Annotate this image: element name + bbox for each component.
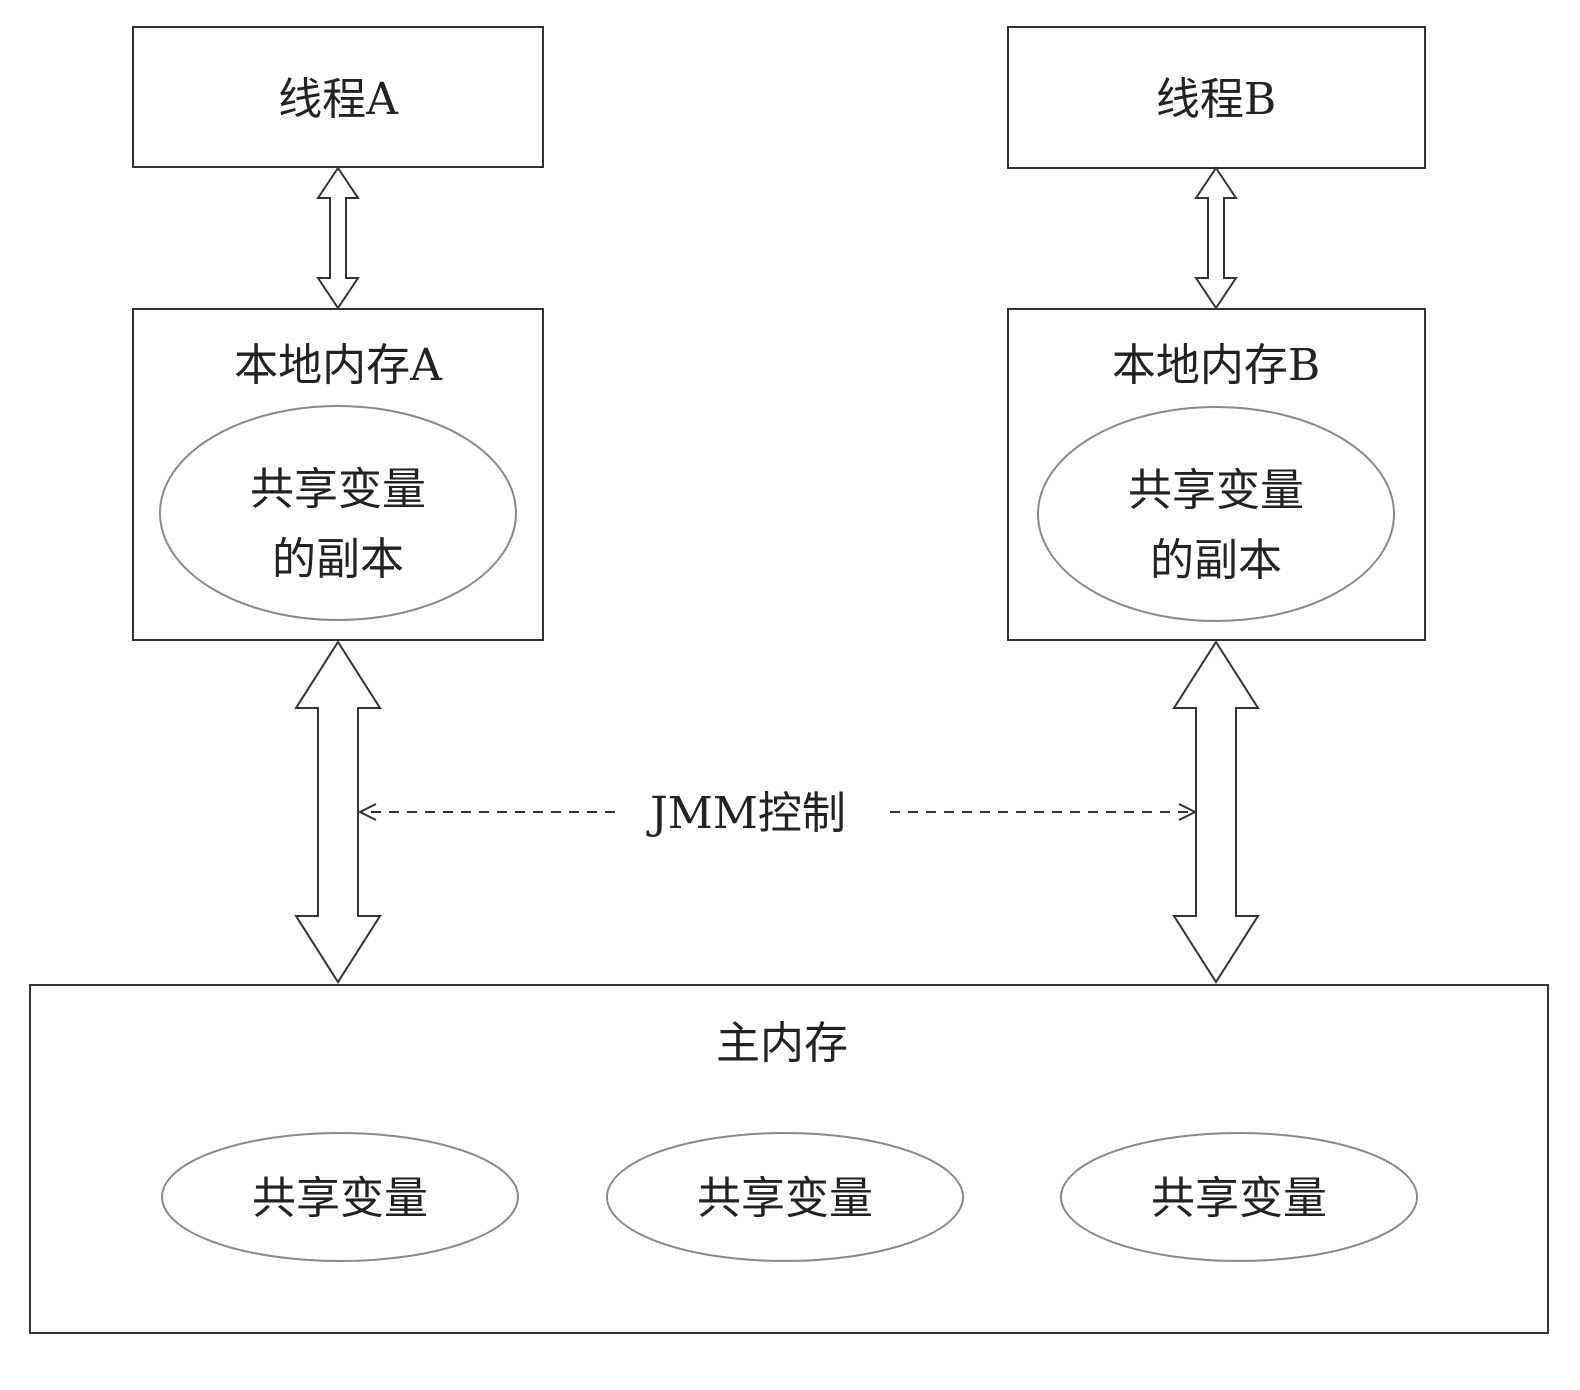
- thread-a-box: 线程A: [132, 26, 544, 168]
- local-memory-b-title: 本地内存B: [1112, 340, 1320, 391]
- jmm-control-label: JMM控制: [646, 788, 846, 839]
- main-memory-box: 主内存 共享变量 共享变量 共享变量: [29, 984, 1549, 1334]
- local-memory-b-box: 本地内存B 共享变量 的副本: [1007, 308, 1426, 641]
- variable-copy-a-line2: 的副本: [272, 534, 404, 585]
- thread-b-label: 线程B: [1156, 74, 1276, 125]
- shared-variable-2-ellipse: [606, 1132, 964, 1262]
- variable-copy-b-line2: 的副本: [1150, 535, 1282, 586]
- shared-variable-1-label: 共享变量: [252, 1173, 428, 1224]
- shared-variable-3-label: 共享变量: [1151, 1173, 1327, 1224]
- variable-copy-a-ellipse: [159, 405, 517, 621]
- thread-a-label: 线程A: [278, 74, 399, 125]
- main-memory-title: 主内存: [716, 1018, 848, 1069]
- shared-variable-2-label: 共享变量: [697, 1173, 873, 1224]
- arrow-thread-a-local-a: [316, 166, 360, 310]
- local-memory-a-box: 本地内存A 共享变量 的副本: [132, 308, 544, 641]
- variable-copy-b-ellipse: [1037, 406, 1395, 622]
- shared-variable-1-ellipse: [161, 1132, 519, 1262]
- variable-copy-b-line1: 共享变量: [1128, 465, 1304, 516]
- local-memory-a-title: 本地内存A: [234, 340, 443, 391]
- arrow-local-b-main: [1172, 640, 1260, 984]
- shared-variable-3-ellipse: [1060, 1132, 1418, 1262]
- arrow-local-a-main: [294, 640, 382, 984]
- thread-b-box: 线程B: [1007, 26, 1426, 169]
- arrow-thread-b-local-b: [1194, 166, 1238, 310]
- variable-copy-a-line1: 共享变量: [250, 464, 426, 515]
